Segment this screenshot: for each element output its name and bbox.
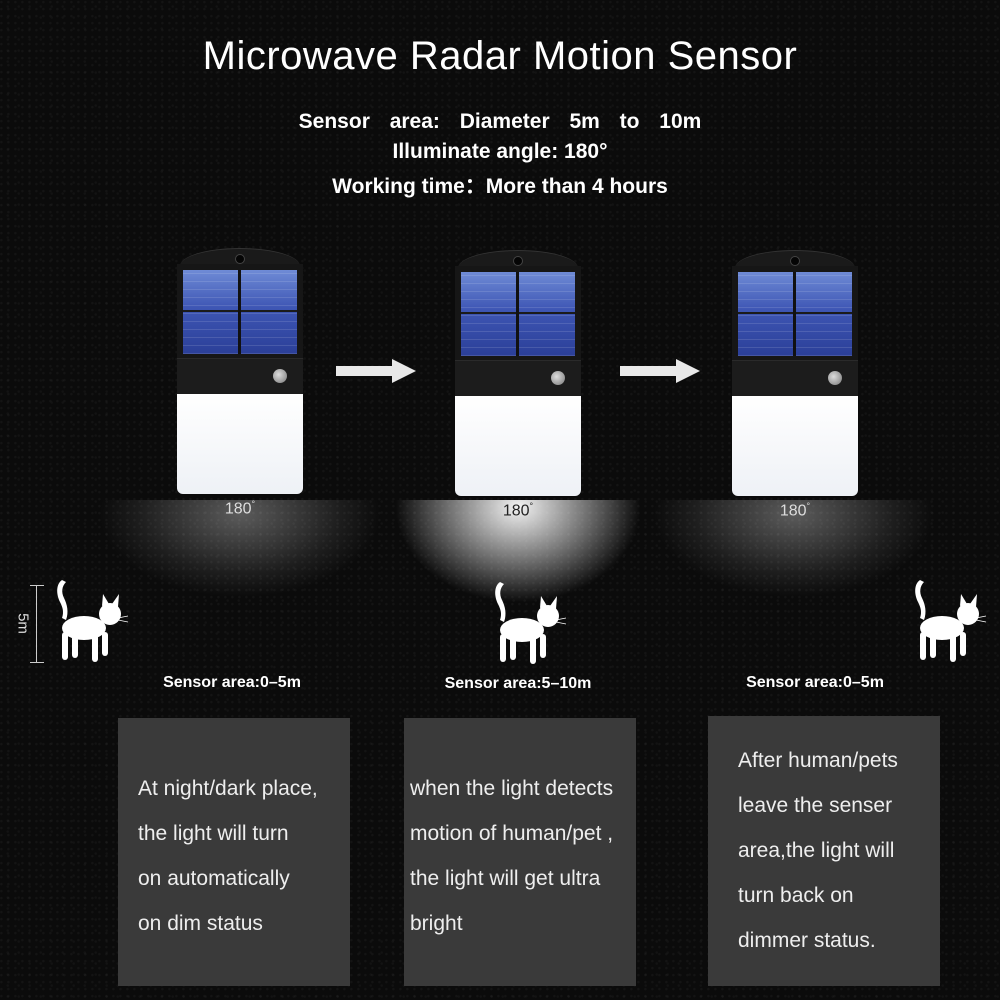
description-line: bright bbox=[410, 912, 463, 935]
description-line: motion of human/pet , bbox=[410, 822, 614, 845]
motion-sensor bbox=[273, 369, 287, 383]
distance-scale: 5m bbox=[15, 585, 44, 663]
description-line: on dim status bbox=[138, 912, 263, 935]
light-beam-bright bbox=[368, 500, 668, 640]
description-line: leave the senser bbox=[738, 794, 893, 817]
angle-label: 180° bbox=[502, 501, 534, 520]
page-title: Microwave Radar Motion Sensor bbox=[202, 34, 798, 78]
cat-icon bbox=[495, 582, 567, 664]
description-line: area,the light will bbox=[738, 839, 895, 862]
motion-sensor bbox=[551, 371, 565, 385]
description-box-return: After human/pets leave the senser area,t… bbox=[708, 716, 940, 986]
spec-illuminate-angle: Illuminate angle: 180° bbox=[392, 140, 608, 163]
light-diffuser bbox=[732, 396, 858, 496]
scale-label: 5m bbox=[14, 613, 32, 634]
description-line: on automatically bbox=[138, 867, 290, 890]
sensor-area-label: Sensor area:0–5m bbox=[163, 674, 301, 691]
light-diffuser bbox=[455, 396, 581, 496]
solar-lamp-icon bbox=[177, 248, 303, 494]
light-beam-dim bbox=[90, 500, 390, 640]
right-arrow-icon bbox=[620, 359, 700, 383]
description-line: After human/pets bbox=[738, 749, 898, 772]
sensor-area-label: Sensor area:0–5m bbox=[746, 674, 884, 691]
description-line: dimmer status. bbox=[738, 929, 876, 952]
solar-lamp-icon bbox=[732, 250, 858, 496]
angle-label: 180° bbox=[224, 499, 256, 518]
sensor-area-label: Sensor area:5–10m bbox=[444, 675, 592, 692]
solar-panel bbox=[461, 272, 575, 356]
description-line: turn back on bbox=[738, 884, 854, 907]
description-box-bright: when the light detects motion of human/p… bbox=[404, 718, 636, 986]
description-line: the light will turn bbox=[138, 822, 289, 845]
cat-icon bbox=[57, 580, 129, 662]
spec-working-time: Working time：More than 4 hours bbox=[332, 175, 668, 198]
solar-panel bbox=[183, 270, 297, 354]
spec-sensor-area: Sensor area: Diameter 5m to 10m bbox=[298, 110, 702, 133]
light-beam-dim bbox=[644, 500, 944, 640]
cat-icon bbox=[915, 580, 987, 662]
description-line: the light will get ultra bbox=[410, 867, 601, 890]
description-line: At night/dark place, bbox=[138, 777, 318, 800]
light-diffuser bbox=[177, 394, 303, 494]
solar-panel bbox=[738, 272, 852, 356]
description-box-dim: At night/dark place, the light will turn… bbox=[118, 718, 350, 986]
angle-label: 180° bbox=[779, 501, 811, 520]
description-line: when the light detects bbox=[410, 777, 614, 800]
right-arrow-icon bbox=[336, 359, 416, 383]
solar-lamp-icon bbox=[455, 250, 581, 496]
motion-sensor bbox=[828, 371, 842, 385]
